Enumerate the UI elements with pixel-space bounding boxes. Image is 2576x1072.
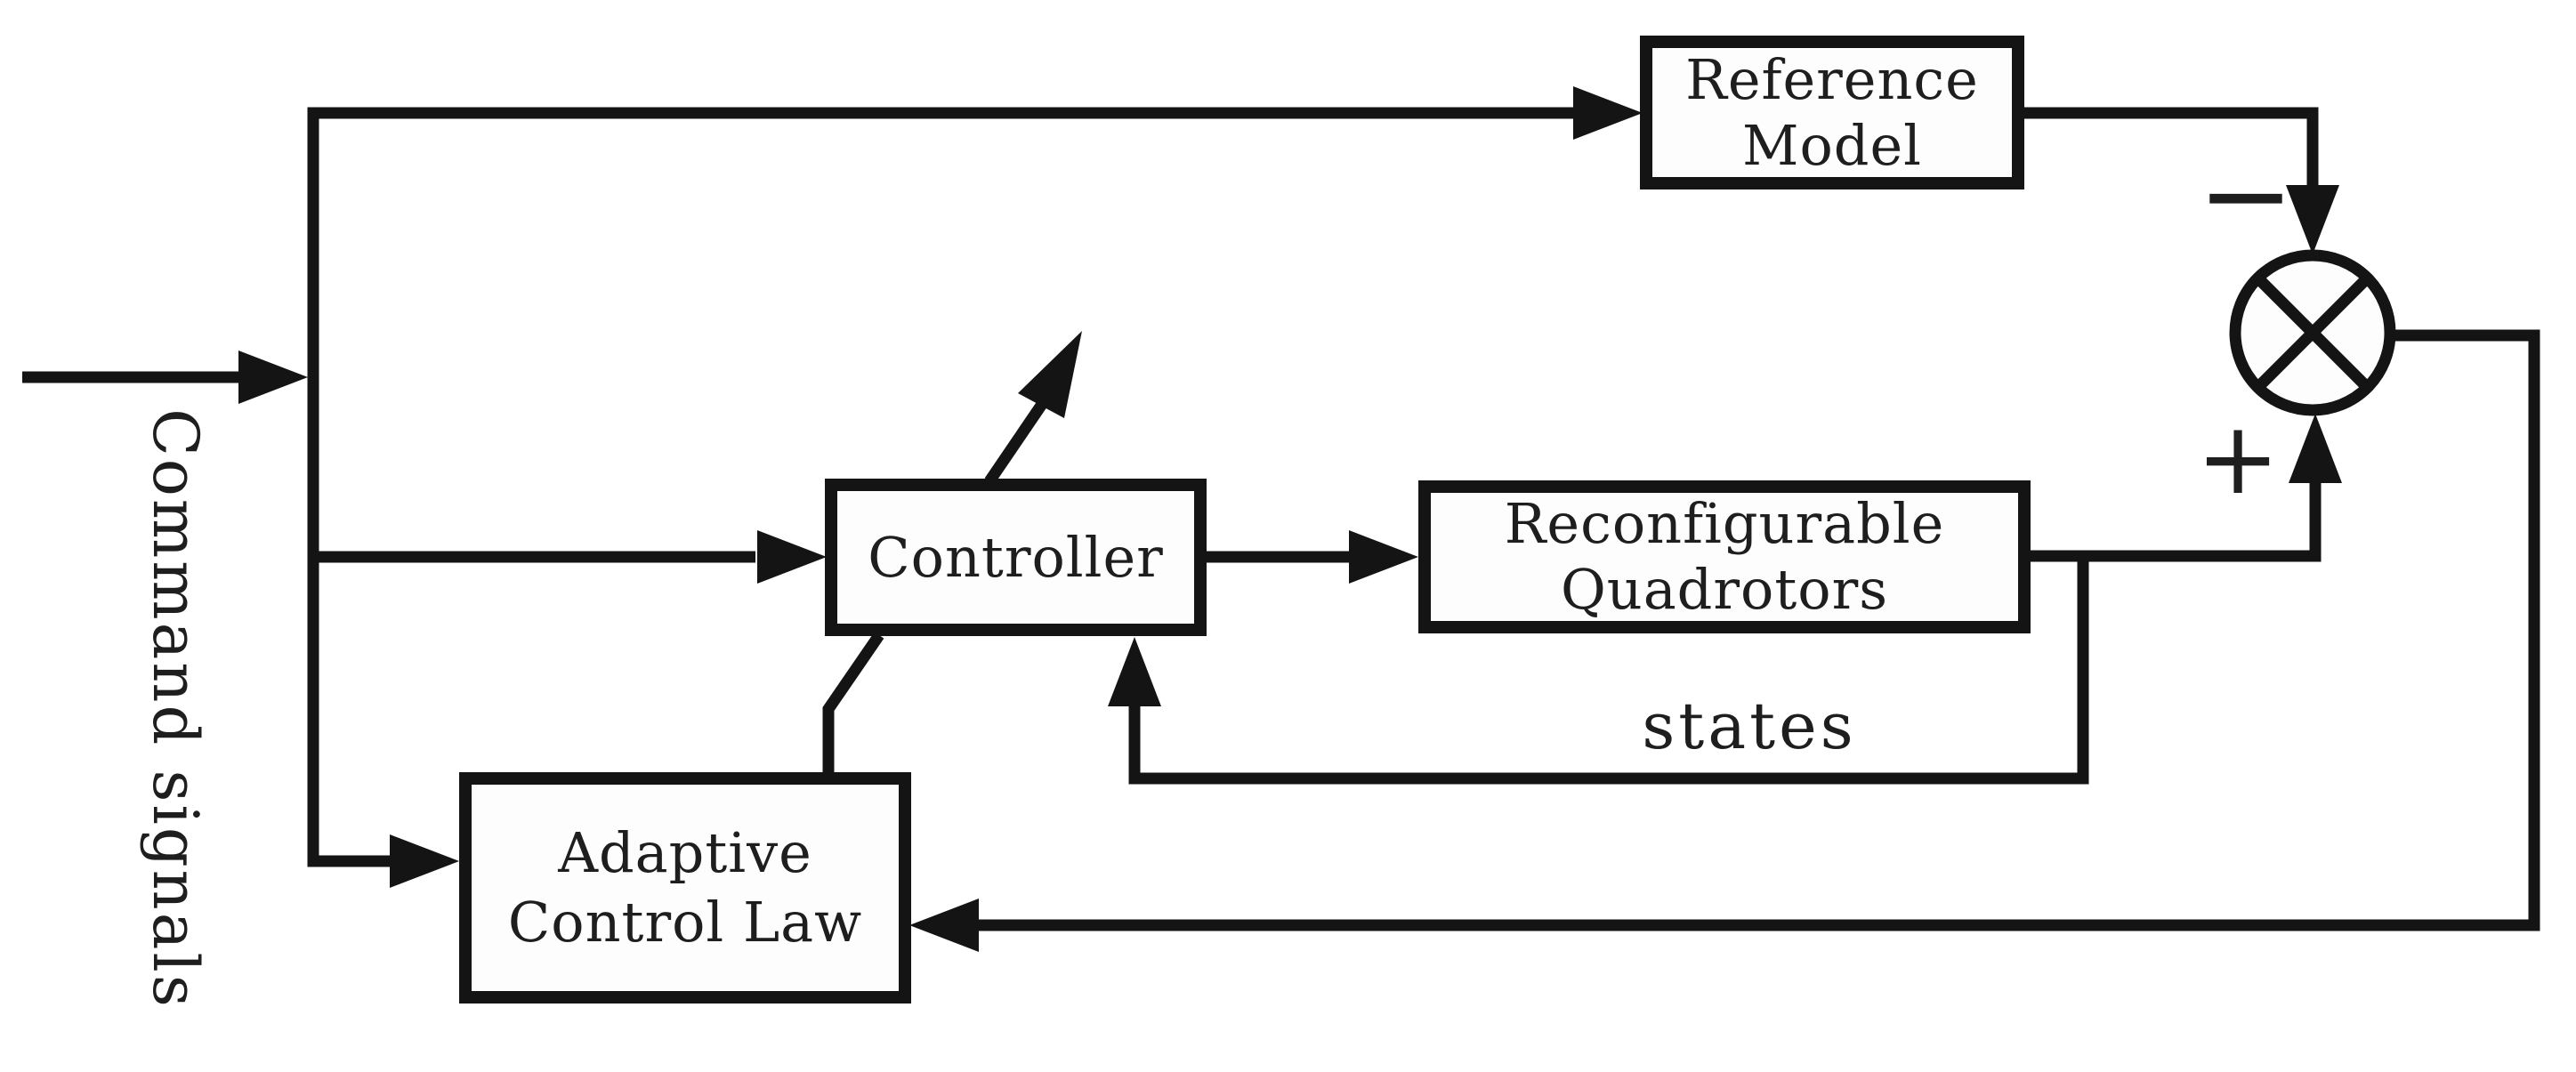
plus-sign: + — [2196, 401, 2280, 517]
arrowhead-into-adaptive-right — [909, 899, 979, 952]
edge-quadrotors-to-sum — [2031, 476, 2322, 562]
arrowhead-into-reference-model — [1573, 86, 1643, 140]
reference-model-label-line1: Reference — [1685, 46, 1979, 112]
arrowhead-into-controller — [757, 530, 827, 584]
command-signals-label: Command signals — [139, 408, 212, 1010]
states-label: states — [1642, 689, 1857, 763]
arrowhead-into-sum-top — [2286, 185, 2339, 254]
edge-controller-diagonal-output — [984, 394, 1052, 485]
adaptive-label-line2: Control Law — [507, 890, 863, 955]
edge-trunk — [307, 107, 1577, 867]
reconfigurable-quadrotors-box: Reconfigurable Quadrotors — [1418, 480, 2031, 633]
reference-model-box: Reference Model — [1640, 36, 2024, 189]
arrowhead-into-controller-bottom — [1108, 637, 1161, 706]
arrowhead-into-adaptive-left — [390, 834, 459, 888]
summing-junction-cross-line — [2254, 274, 2371, 391]
edge-reference-to-sum — [2024, 107, 2319, 195]
arrowhead-diagonal-output — [1018, 331, 1082, 418]
arrowhead-into-quadrotors — [1349, 530, 1418, 584]
minus-sign: − — [2197, 127, 2295, 262]
arrowhead-into-sum-bottom — [2289, 414, 2342, 483]
quadrotors-label-line2: Quadrotors — [1560, 557, 1889, 622]
edge-states-feedback — [1128, 556, 2089, 785]
reference-model-label-line2: Model — [1741, 112, 1923, 178]
adaptive-label-line1: Adaptive — [558, 820, 812, 885]
controller-label: Controller — [868, 524, 1164, 590]
summing-junction-icon — [2229, 249, 2396, 416]
controller-box: Controller — [825, 479, 1207, 636]
arrowhead-command-input — [238, 351, 308, 404]
edge-controller-to-adaptive-kink — [822, 632, 884, 774]
quadrotors-label-line1: Reconfigurable — [1504, 491, 1945, 556]
adaptive-control-law-box: Adaptive Control Law — [459, 772, 911, 1003]
edge-error-feedback — [979, 329, 2540, 931]
